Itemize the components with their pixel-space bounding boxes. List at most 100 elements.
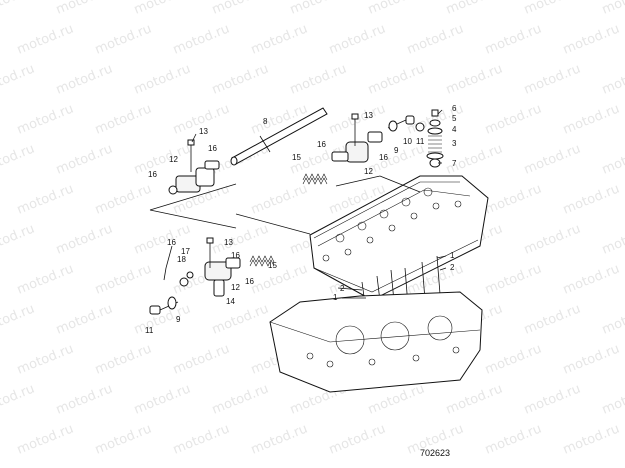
callout-9-lower: 9 [176, 315, 181, 324]
watermark-text: motod.ru [15, 21, 76, 57]
callout-2-right: 2 [450, 263, 455, 272]
watermark-text: motod.ru [522, 381, 583, 417]
callout-15-lower: 15 [268, 261, 277, 270]
watermark-text: motod.ru [93, 101, 154, 137]
callout-7: 7 [452, 159, 457, 168]
callout-1-right: 1 [450, 251, 455, 260]
callout-13-upper-left: 13 [199, 127, 208, 136]
watermark-text: motod.ru [15, 181, 76, 217]
leader-lines [149, 109, 447, 299]
rocker-spring-upper [302, 173, 328, 185]
watermark-text: motod.ru [54, 61, 115, 97]
watermark-text: motod.ru [54, 141, 115, 177]
callout-2-left: 2 [340, 284, 345, 293]
watermark-text: motod.ru [171, 341, 232, 377]
watermark-text: motod.ru [483, 341, 544, 377]
watermark-text: motod.ru [54, 0, 115, 18]
watermark-text: motod.ru [132, 141, 193, 177]
watermark-text: motod.ru [522, 61, 583, 97]
callout-8: 8 [263, 117, 268, 126]
adjuster-screw-lower [149, 296, 179, 315]
watermark-text: motod.ru [483, 421, 544, 457]
watermark-text: motod.ru [210, 61, 271, 97]
watermark-text: motod.ru [522, 0, 583, 18]
watermark-text: motod.ru [366, 61, 427, 97]
watermark-layer: motod.ru motod.ru motod.ru motod.ru motod.ru… [0, 0, 625, 458]
watermark-text: motod.ru [249, 21, 310, 57]
rocker-assembly-upper-right [331, 113, 383, 163]
engine-block [269, 291, 483, 393]
watermark-text: motod.ru [561, 101, 622, 137]
watermark-text: motod.ru [249, 421, 310, 457]
watermark-text: motod.ru [171, 421, 232, 457]
watermark-text: motod.ru [444, 61, 505, 97]
watermark-text: motod.ru [561, 341, 622, 377]
callout-16-b: 16 [148, 170, 157, 179]
watermark-text: motod.ru [0, 381, 37, 417]
callout-9-upper: 9 [394, 146, 399, 155]
callout-11-upper: 11 [416, 137, 425, 146]
callout-18: 18 [177, 255, 186, 264]
watermark-text: motod.ru [249, 261, 310, 297]
callout-12-upper-left: 12 [169, 155, 178, 164]
watermark-text: motod.ru [288, 61, 349, 97]
watermark-text: motod.ru [132, 381, 193, 417]
watermark-text: motod.ru [93, 341, 154, 377]
watermark-text: motod.ru [210, 0, 271, 18]
watermark-text: motod.ru [210, 221, 271, 257]
watermark-text: motod.ru [54, 221, 115, 257]
watermark-text: motod.ru [600, 221, 625, 257]
watermark-text: motod.ru [249, 181, 310, 217]
watermark-text: motod.ru [444, 381, 505, 417]
rocker-spring-lower [249, 255, 275, 267]
watermark-text: motod.ru [561, 421, 622, 457]
rocker-assembly-upper-left [168, 139, 220, 195]
watermark-text: motod.ru [0, 301, 37, 337]
watermark-text: motod.ru [522, 141, 583, 177]
adjuster-screw-upper [387, 115, 425, 132]
callout-10: 10 [403, 137, 412, 146]
callout-13-upper-right: 13 [364, 111, 373, 120]
watermark-text: motod.ru [93, 181, 154, 217]
watermark-text: motod.ru [171, 21, 232, 57]
watermark-text: motod.ru [15, 341, 76, 377]
watermark-text: motod.ru [327, 421, 388, 457]
watermark-text: motod.ru [366, 0, 427, 18]
watermark-text: motod.ru [93, 261, 154, 297]
callout-3: 3 [452, 139, 457, 148]
callout-16-a: 16 [208, 144, 217, 153]
watermark-text: motod.ru [600, 141, 625, 177]
watermark-text: motod.ru [483, 101, 544, 137]
watermark-text: motod.ru [600, 0, 625, 18]
callout-16-d: 16 [379, 153, 388, 162]
watermark-text: motod.ru [288, 0, 349, 18]
callout-11-lower: 11 [145, 326, 154, 335]
callout-labels: 6 5 4 3 7 8 13 13 13 12 12 12 16 16 16 1… [145, 104, 457, 335]
callout-16-f: 16 [245, 277, 254, 286]
watermark-text: motod.ru [132, 301, 193, 337]
watermark-text: motod.ru [0, 61, 37, 97]
rocker-assembly-lower-left [179, 237, 241, 297]
watermark-text: motod.ru [522, 221, 583, 257]
callout-12-upper-right: 12 [364, 167, 373, 176]
watermark-text: motod.ru [522, 301, 583, 337]
callout-12-lower: 12 [231, 283, 240, 292]
watermark-text: motod.ru [132, 61, 193, 97]
callout-14: 14 [226, 297, 235, 306]
callout-6: 6 [452, 104, 457, 113]
watermark-text: motod.ru [0, 221, 37, 257]
watermark-text: motod.ru [210, 301, 271, 337]
callout-1-left: 1 [333, 293, 338, 302]
watermark-text: motod.ru [210, 381, 271, 417]
watermark-text: motod.ru [483, 261, 544, 297]
watermark-text: motod.ru [483, 21, 544, 57]
callout-15-upper: 15 [292, 153, 301, 162]
watermark-text: motod.ru [600, 381, 625, 417]
watermark-text: motod.ru [54, 381, 115, 417]
watermark-text: motod.ru [15, 261, 76, 297]
callout-16-g: 16 [167, 238, 176, 247]
valve-spring-assembly [426, 109, 444, 168]
callout-16-e: 16 [231, 251, 240, 260]
cylinder-head [309, 175, 489, 301]
watermark-text: motod.ru [483, 181, 544, 217]
